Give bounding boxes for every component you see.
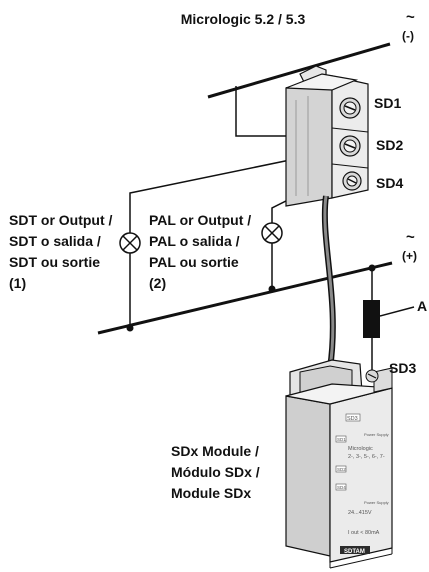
sdt-output-label: SDT or Output / SDT o salida / SDT ou so… (9, 212, 113, 291)
pal-line-1: PAL or Output / (149, 212, 251, 228)
module-face-sd3: SD3 (347, 416, 358, 422)
pos-supply-rail (97, 261, 393, 335)
junction-dot-pal (268, 285, 276, 293)
module-face: SD3 SD1 Power Supply Micrologic 2-, 3-, … (335, 413, 389, 555)
module-face-power-supply-2: Power Supply (364, 500, 389, 505)
pal-output-label: PAL or Output / PAL o salida / PAL ou so… (149, 212, 251, 291)
terminal-label-sd1: SD1 (374, 95, 401, 111)
neg-supply-rail (207, 42, 391, 99)
module-line-2: Módulo SDx / (171, 464, 260, 480)
module-face-sd1: SD1 (337, 437, 346, 442)
fuse-a-leader (379, 306, 415, 317)
pal-line-3: PAL ou sortie (149, 254, 239, 270)
module-face-sd4: SD4 (337, 485, 346, 490)
pal-line-2: PAL o salida / (149, 233, 240, 249)
module-face-brand: SDTAM (344, 549, 365, 555)
screw-sd3-icon (365, 369, 379, 383)
module-line-3: Module SDx (171, 485, 251, 501)
screw-sd2-icon (339, 135, 361, 157)
module-face-models: 2-, 3-, 5-, 6-, 7- (348, 454, 385, 460)
junction-dot-fuse (368, 264, 376, 272)
module-face-power-supply-1: Power Supply (364, 432, 389, 437)
pos-supply-label: (+) (402, 249, 417, 263)
module-face-sd2: SD2 (337, 467, 346, 472)
screw-sd4-icon (342, 171, 362, 191)
screw-sd1-icon (339, 97, 361, 119)
diagram-title: Micrologic 5.2 / 5.3 (181, 11, 306, 27)
sdt-line-1: SDT or Output / (9, 212, 113, 228)
neg-supply-symbol: ~ (406, 9, 415, 26)
sdx-module-label: SDx Module / Módulo SDx / Module SDx (171, 443, 260, 501)
module-face-voltage: 24...415V (348, 510, 372, 516)
lamp-sdt-icon (119, 232, 141, 254)
terminal-label-sd4: SD4 (376, 175, 403, 191)
sdt-line-4: (1) (9, 275, 26, 291)
sdx-module (285, 359, 393, 569)
junction-dot-sdt (126, 324, 134, 332)
module-face-current: I out < 80mA (348, 530, 380, 536)
sdt-line-3: SDT ou sortie (9, 254, 100, 270)
neg-supply-label: (-) (402, 29, 414, 43)
fuse-a-icon (363, 300, 380, 338)
terminal-label-sd3: SD3 (389, 360, 416, 376)
fuse-a-label: A (417, 298, 427, 314)
lamp-pal-icon (261, 222, 283, 244)
pal-line-4: (2) (149, 275, 166, 291)
terminal-label-sd2: SD2 (376, 137, 403, 153)
pos-supply-symbol: ~ (406, 229, 415, 246)
module-face-micrologic: Micrologic (348, 446, 373, 452)
sdt-line-2: SDT o salida / (9, 233, 101, 249)
module-line-1: SDx Module / (171, 443, 259, 459)
module-cable-core (323, 195, 335, 401)
